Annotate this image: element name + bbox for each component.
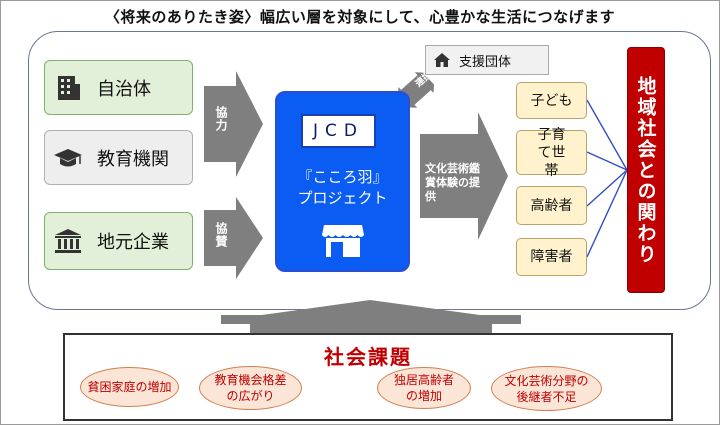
graduation-cap-icon [54,148,82,166]
cooperation-arrow [204,71,263,177]
audience-elderly: 高齢者 [516,186,587,225]
issue-education-gap: 教育機会格差の広がり [199,366,302,410]
org-municipality: 自治体 [44,60,193,115]
sponsorship-arrow [204,197,263,279]
audience-label: 障害者 [530,249,573,265]
community-box: 地域社会との関わり [627,47,665,293]
org-label: 地元企業 [97,232,169,253]
provision-label: 文化芸術鑑賞体験の提供 [425,162,480,203]
issue-label: 貧困家庭の増加 [87,380,172,394]
project-title: 『こころ羽』 プロジェクト [276,167,409,209]
issue-elderly-alone: 独居高齢者の増加 [377,367,471,409]
audience-label: 子育て世帯 [537,126,566,179]
storefront-icon [322,225,364,257]
org-label: 教育機関 [97,148,169,170]
project-title-line2: プロジェクト [297,189,388,207]
support-group-label: 支援団体 [459,54,512,70]
page-title: 〈将来のありたき姿〉幅広い層を対象にして、心豊かな生活につなげます [104,8,616,26]
jcd-badge: JCD [301,114,376,148]
issue-successor-shortage: 文化芸術分野の後継者不足 [491,366,602,411]
building-icon [58,75,80,100]
org-local-business: 地元企業 [44,212,193,270]
community-label: 地域社会との関わり [634,75,657,265]
audience-label: 高齢者 [530,197,573,214]
audience-disabled: 障害者 [516,238,587,276]
social-issues-title: 社会課題 [324,345,412,369]
provision-arrow [420,112,508,240]
bank-icon [55,229,81,253]
audience-label: 子ども [530,92,573,109]
house-icon [434,53,450,67]
audience-children: 子ども [516,82,587,119]
sponsorship-label: 協賛 [214,222,228,248]
issue-label: 文化芸術分野の後継者不足 [504,373,589,404]
cooperation-label: 協力 [214,106,228,132]
fan-lines [586,99,628,258]
org-education: 教育機関 [44,130,193,185]
org-label: 自治体 [97,78,151,100]
audience-families: 子育て世帯 [516,127,587,179]
issue-poverty: 貧困家庭の増加 [80,367,179,407]
project-title-line1: 『こころ羽』 [297,168,388,186]
issue-label: 教育機会格差の広がり [214,373,287,403]
up-arrow [221,315,521,324]
issue-label: 独居高齢者の増加 [394,373,455,403]
support-group: 支援団体 [425,45,549,75]
